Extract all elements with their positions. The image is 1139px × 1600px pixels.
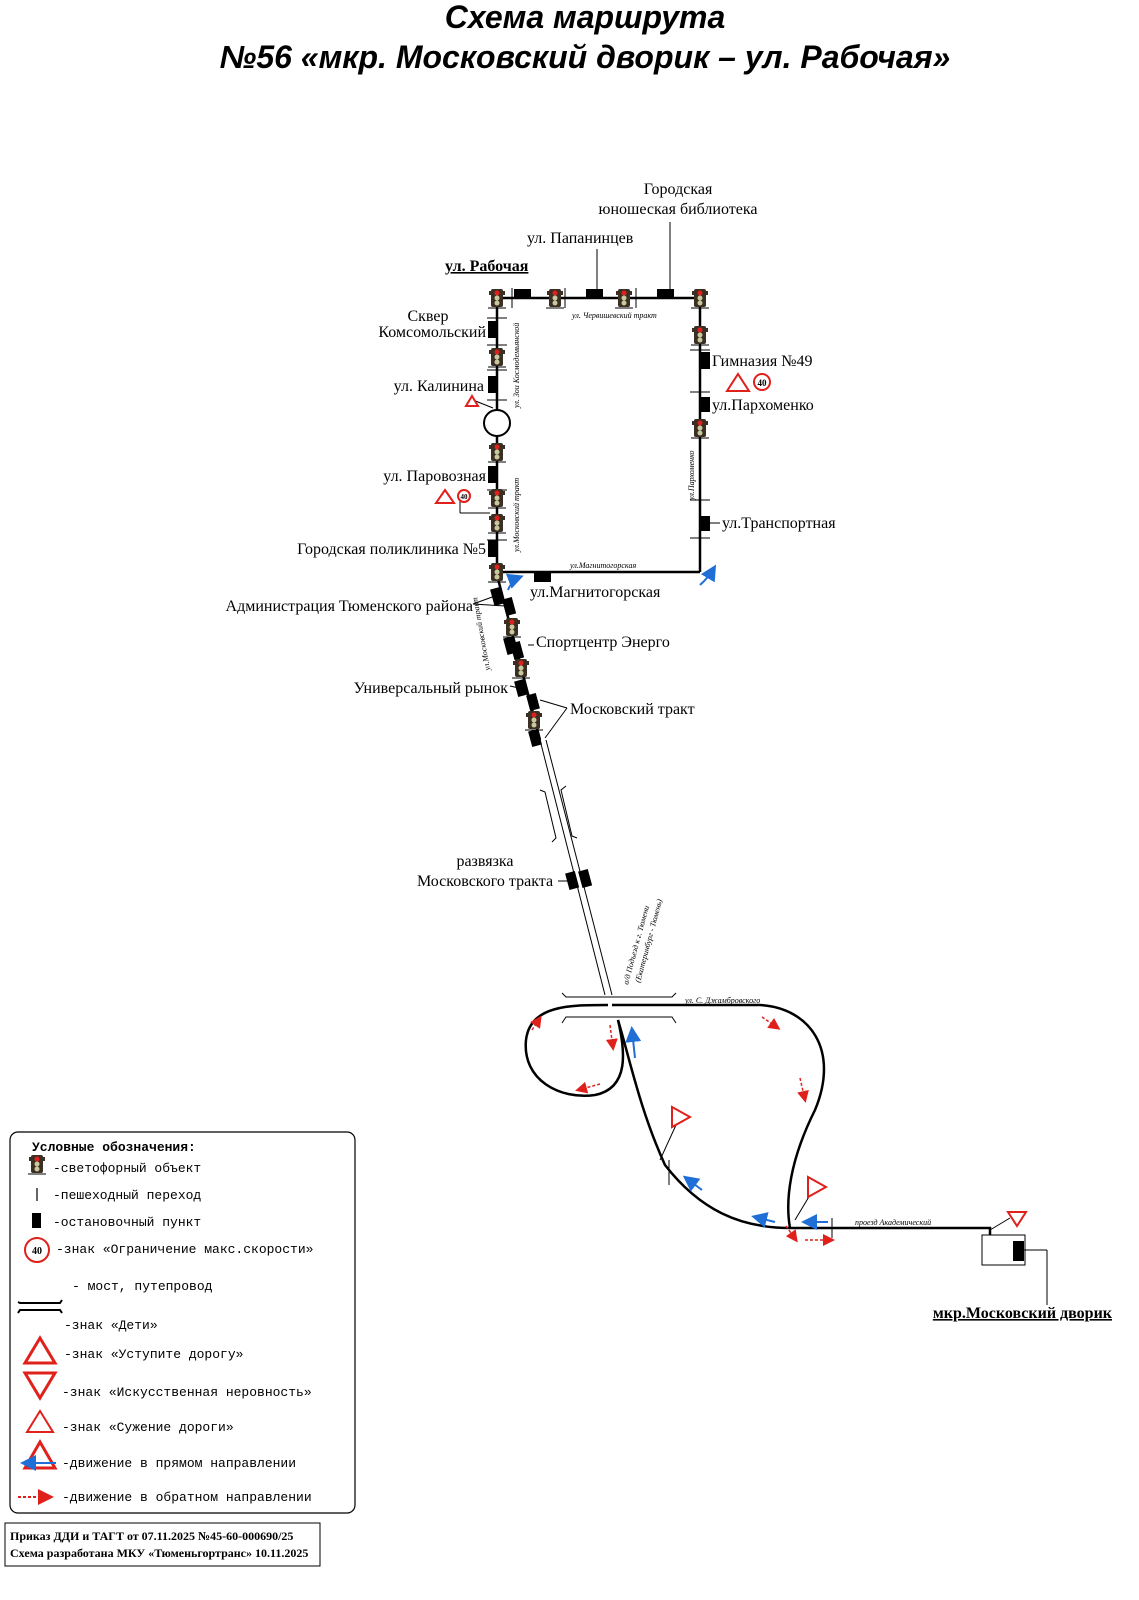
footer: Приказ ДДИ и ТАГТ от 07.11.2025 №45-60-0… — [4, 1522, 321, 1567]
speed-bump-sign-icon — [25, 1409, 55, 1433]
yield-sign-icon — [807, 1175, 829, 1199]
street-akademichesky: проезд Академический — [855, 1218, 931, 1227]
bus-stops — [488, 289, 1024, 1261]
legend-item: -остановочный пункт — [53, 1215, 201, 1230]
legend-item: -знак «Дети» — [64, 1318, 158, 1333]
stop-skver: Комсомольский — [378, 324, 486, 341]
legend-item: -знак «Сужение дороги» — [62, 1420, 234, 1435]
legend-item: -светофорный объект — [53, 1161, 201, 1176]
stop-papanintsev: ул. Папанинцев — [527, 230, 634, 247]
pedestrian-crossings — [487, 288, 833, 1238]
bridges — [539, 785, 677, 1024]
children-sign-icon — [725, 372, 751, 392]
title-line-1: Схема маршрута — [445, 0, 726, 35]
stop-administratsiya: Администрация Тюменского района — [226, 598, 473, 615]
stop-moskovsky-trakt: Московский тракт — [570, 701, 695, 718]
footer-author: Схема разработана МКУ «Тюменьгортранс» 1… — [10, 1546, 308, 1560]
stop-skver: Сквер — [407, 308, 448, 325]
stop-kalinina: ул. Калинина — [394, 378, 484, 395]
speed-bump-sign-icon — [464, 394, 480, 407]
street-moskovsky: ул.Московский тракт — [512, 478, 521, 553]
children-sign-icon — [22, 1335, 58, 1365]
street-labels: ул. Червишевский тракт ул. Зои Космодемь… — [470, 311, 931, 1227]
speed-limit-sign-icon — [457, 489, 471, 503]
children-sign-icon — [434, 488, 456, 504]
stop-rynok: Универсальный рынок — [354, 680, 509, 697]
road-signs — [434, 372, 1028, 1228]
stop-terminal: мкр.Московский дворик — [933, 1305, 1113, 1322]
street-zoi: ул. Зои Космодемьянской — [512, 323, 521, 409]
leader-lines — [459, 222, 1048, 1305]
stop-transportnaya: ул.Транспортная — [722, 515, 836, 532]
stop-library: Городская — [644, 181, 713, 198]
stop-library: юношеская библиотека — [599, 201, 758, 218]
yield-sign-icon — [671, 1105, 693, 1129]
legend-item: - мост, путепровод — [72, 1279, 213, 1294]
stop-parovoznaya: ул. Паровозная — [383, 468, 486, 485]
legend-item: -знак «Уступите дорогу» — [64, 1347, 243, 1362]
speed-limit-icon — [24, 1237, 50, 1263]
stop-labels: ул. Рабочая ул. Папанинцев Городская юно… — [226, 181, 1113, 1322]
legend-item: -знак «Ограничение макс.скорости» — [56, 1242, 313, 1257]
legend-item: -знак «Искусственная неровность» — [62, 1385, 312, 1400]
stop-poliklinika: Городская поликлиника №5 — [297, 541, 486, 558]
speed-limit-sign-icon — [753, 373, 771, 391]
legend-item: -движение в обратном направлении — [62, 1490, 312, 1505]
yield-sign-icon — [22, 1371, 58, 1401]
legend: Условные обозначения: -светофорный объек… — [9, 1131, 356, 1514]
speed-limit-value: 40 — [461, 493, 469, 501]
street-parkhomenko: ул.Пархоменко — [687, 450, 696, 501]
street-cherepanovsky: ул. Червишевский тракт — [571, 311, 657, 320]
direction-arrows — [505, 564, 835, 1246]
title-line-2: №56 «мкр. Московский дворик – ул. Рабоча… — [220, 39, 951, 75]
stop-sportcentr: Спортцентр Энерго — [536, 634, 670, 651]
speed-limit-value: 40 — [32, 1246, 42, 1257]
roundabout — [483, 409, 511, 437]
legend-item: -пешеходный переход — [53, 1188, 201, 1203]
footer-order: Приказ ДДИ и ТАГТ от 07.11.2025 №45-60-0… — [10, 1529, 293, 1543]
stop-magnitogorskaya: ул.Магнитогорская — [530, 584, 661, 601]
street-dzhambrovskogo: ул. С. Джамбровского — [684, 996, 760, 1005]
street-moskovsky: ул.Московский тракт — [470, 596, 492, 672]
stop-razvyazka: Московского тракта — [417, 873, 553, 890]
interchange-roads — [524, 1003, 1026, 1266]
legend-item: -движение в прямом направлении — [62, 1456, 296, 1471]
bus-stop-icon — [32, 1213, 41, 1228]
street-magnitogorskaya: ул.Магнитогорская — [569, 561, 636, 570]
stop-rabochaya: ул. Рабочая — [445, 258, 529, 275]
bridge-icon — [17, 1299, 63, 1304]
yield-sign-icon — [1006, 1211, 1028, 1228]
legend-title: Условные обозначения: — [32, 1140, 196, 1155]
stop-parkhomenko: ул.Пархоменко — [712, 397, 814, 414]
stop-razvyazka: развязка — [456, 853, 513, 870]
traffic-lights — [487, 288, 710, 731]
speed-limit-value: 40 — [758, 378, 768, 388]
stop-gimnaziya: Гимназия №49 — [712, 353, 813, 370]
